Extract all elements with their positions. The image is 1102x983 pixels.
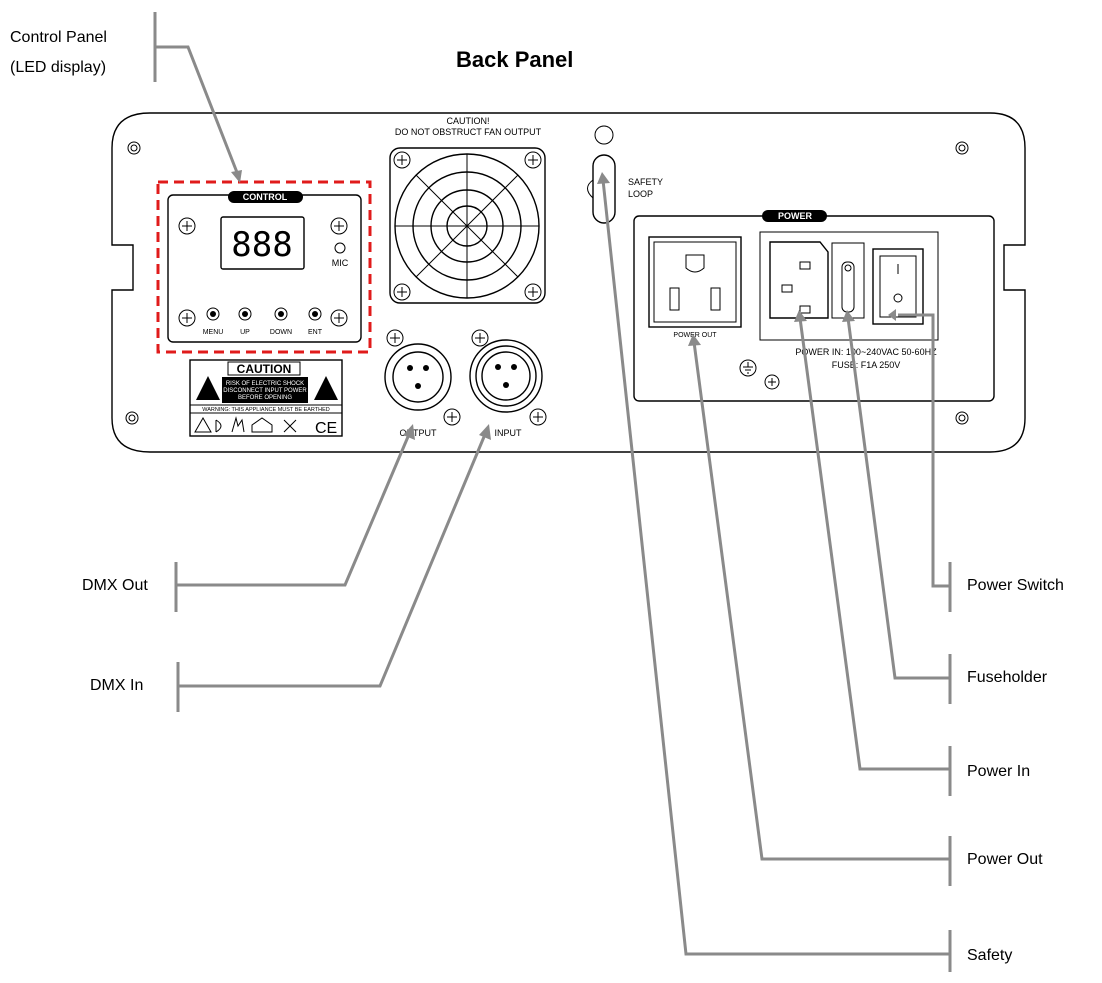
menu-button-label: MENU (203, 329, 224, 336)
callout-control-panel-line1: Control Panel (10, 29, 107, 46)
fan-screw-icon (393, 283, 411, 301)
power-out-socket: POWER OUT (648, 236, 742, 339)
lens-icon (215, 419, 222, 433)
callout-dmx-out: DMX Out (82, 577, 148, 594)
input-label: INPUT (495, 428, 523, 438)
leader-safety: Safety (597, 172, 1012, 972)
dmx-output-connector: OUTPUT (384, 329, 461, 438)
power-in-spec: POWER IN: 100~240VAC 50-60HZ (795, 347, 937, 357)
panel-screw-icon (178, 309, 196, 327)
power-in-inlet (759, 231, 939, 341)
caution-label: CAUTION RISK OF ELECTRIC SHOCK DISCONNEC… (189, 359, 343, 437)
led-display (220, 216, 305, 270)
control-module: CONTROL 888 MIC MENU UP DOWN ENT (156, 180, 372, 354)
voltage-icon (231, 416, 245, 433)
ground-icon (739, 359, 757, 377)
fuse-spec: FUSE: F1A 250V (832, 360, 901, 370)
control-highlight-box (156, 180, 372, 354)
corner-screw-icon (955, 141, 969, 155)
warning-earthed-text: WARNING: THIS APPLIANCE MUST BE EARTHED (202, 407, 330, 413)
callout-safety: Safety (967, 947, 1012, 964)
up-button-label: UP (240, 329, 250, 336)
callout-power-out: Power Out (967, 851, 1043, 868)
safety-loop: SAFETY LOOP (587, 125, 663, 224)
corner-screw-icon (125, 411, 139, 425)
power-header: POWER (778, 211, 813, 221)
leader-power-in: Power In (794, 310, 1030, 796)
caution-heading: CAUTION (237, 362, 292, 376)
weee-bin-icon (283, 419, 297, 433)
power-out-label: POWER OUT (673, 332, 717, 339)
output-label: OUTPUT (400, 428, 438, 438)
fan-screw-icon (524, 283, 542, 301)
callout-fuseholder: Fuseholder (967, 669, 1048, 686)
up-button[interactable] (238, 307, 252, 321)
laser-warning-icon (194, 416, 212, 433)
corner-screw-icon (955, 411, 969, 425)
callout-dmx-in: DMX In (90, 677, 143, 694)
caution-line3: BEFORE OPENING (238, 395, 292, 401)
electric-shock-icon (196, 376, 220, 400)
down-button[interactable] (274, 307, 288, 321)
leader-control-panel (153, 12, 242, 183)
panel-screw-icon (178, 217, 196, 235)
device-back-panel (111, 112, 1026, 453)
ce-mark: CE (315, 420, 337, 437)
mic-label: MIC (332, 258, 349, 268)
dmx-input-connector: INPUT (469, 329, 547, 438)
diagram-title: Back Panel (456, 47, 573, 72)
fan-caution-line1: CAUTION! (446, 116, 489, 126)
leader-power-switch: Power Switch (888, 309, 1064, 612)
cooling-fan: CAUTION! DO NOT OBSTRUCT FAN OUTPUT (389, 116, 546, 304)
indoor-use-icon (251, 417, 273, 433)
ent-button-label: ENT (308, 329, 323, 336)
leader-dmx-out: DMX Out (82, 424, 415, 612)
ground-screw-icon (764, 374, 780, 390)
leader-power-out: Power Out (688, 334, 1043, 886)
leader-dmx-in: DMX In (90, 424, 491, 712)
power-switch[interactable] (872, 248, 924, 325)
panel-screw-icon (330, 217, 348, 235)
ent-button[interactable] (308, 307, 322, 321)
caution-line2: DISCONNECT INPUT POWER (223, 388, 307, 394)
panel-screw-icon (330, 309, 348, 327)
led-display-digits: 888 (231, 225, 292, 265)
connector-screw-icon (529, 408, 547, 426)
callout-power-switch: Power Switch (967, 577, 1064, 594)
connector-screw-icon (443, 408, 461, 426)
callout-control-panel-line2: (LED display) (10, 59, 106, 76)
connector-screw-icon (386, 329, 404, 347)
callout-power-in: Power In (967, 763, 1030, 780)
control-header: CONTROL (243, 192, 288, 202)
safety-loop-label-line2: LOOP (628, 189, 653, 199)
warning-icon (314, 376, 338, 400)
corner-screw-icon (127, 141, 141, 155)
fan-caution-line2: DO NOT OBSTRUCT FAN OUTPUT (395, 127, 542, 137)
leader-fuseholder: Fuseholder (842, 310, 1048, 704)
power-section: POWER POWER OUT POW (633, 210, 995, 402)
connector-screw-icon (471, 329, 489, 347)
fan-screw-icon (393, 151, 411, 169)
menu-button[interactable] (206, 307, 220, 321)
fan-screw-icon (524, 151, 542, 169)
down-button-label: DOWN (270, 329, 292, 336)
fuseholder (831, 242, 865, 319)
caution-line1: RISK OF ELECTRIC SHOCK (226, 381, 304, 387)
mic-icon (334, 242, 346, 254)
safety-loop-label-line1: SAFETY (628, 177, 663, 187)
